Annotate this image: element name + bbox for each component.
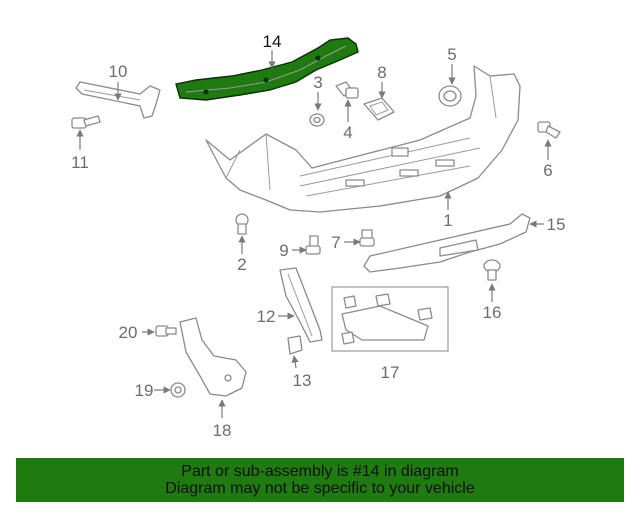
callout-1: 1	[443, 211, 452, 230]
part-5-grommet[interactable]	[438, 85, 462, 107]
part-17-kit[interactable]	[331, 286, 449, 352]
part-14-reinforcement[interactable]	[175, 37, 359, 101]
part-18-mud-flap[interactable]	[179, 317, 247, 397]
banner-line-2: Diagram may not be specific to your vehi…	[165, 480, 475, 497]
callout-8: 8	[377, 63, 386, 82]
callout-2: 2	[237, 255, 246, 274]
callout-10: 10	[109, 62, 128, 81]
callout-3: 3	[313, 73, 322, 92]
part-6-bolt[interactable]	[537, 121, 561, 139]
callout-16: 16	[483, 303, 502, 322]
callout-19: 19	[135, 381, 154, 400]
part-15-lower-trim[interactable]	[363, 213, 531, 273]
callout-7: 7	[331, 233, 340, 252]
part-9-bolt[interactable]	[305, 235, 321, 255]
part-3-nut[interactable]	[309, 113, 325, 127]
info-banner: Part or sub-assembly is #14 in diagram D…	[16, 458, 624, 502]
part-19-clip[interactable]	[170, 382, 186, 398]
part-2-clip[interactable]	[235, 213, 249, 235]
callout-6: 6	[543, 161, 552, 180]
callout-20: 20	[119, 323, 138, 342]
callout-18: 18	[213, 421, 232, 440]
callout-9: 9	[279, 241, 288, 260]
callout-17: 17	[381, 363, 400, 382]
callout-15: 15	[547, 215, 566, 234]
callout-14: 14	[263, 32, 282, 51]
callout-12: 12	[257, 307, 276, 326]
callout-4: 4	[343, 123, 352, 142]
callout-5: 5	[447, 45, 456, 64]
part-20-bolt[interactable]	[155, 325, 177, 337]
part-4-bolt[interactable]	[335, 81, 359, 99]
callout-13: 13	[293, 371, 312, 390]
part-13-bracket[interactable]	[287, 335, 303, 355]
part-1-bumper-cover[interactable]	[205, 65, 521, 213]
parts-diagram: 14 10 11 3 4 8 5 6 1 15 9 7 2 16 12 20 1…	[71, 32, 566, 440]
part-16-clip[interactable]	[483, 259, 501, 281]
banner-line-1: Part or sub-assembly is #14 in diagram	[181, 463, 459, 480]
part-11-bolt[interactable]	[71, 115, 101, 129]
callout-11: 11	[71, 153, 89, 172]
part-12-side-trim[interactable]	[279, 267, 323, 343]
part-14-shape	[175, 37, 359, 101]
part-8-bracket[interactable]	[363, 97, 395, 121]
part-7-bolt[interactable]	[359, 229, 375, 247]
